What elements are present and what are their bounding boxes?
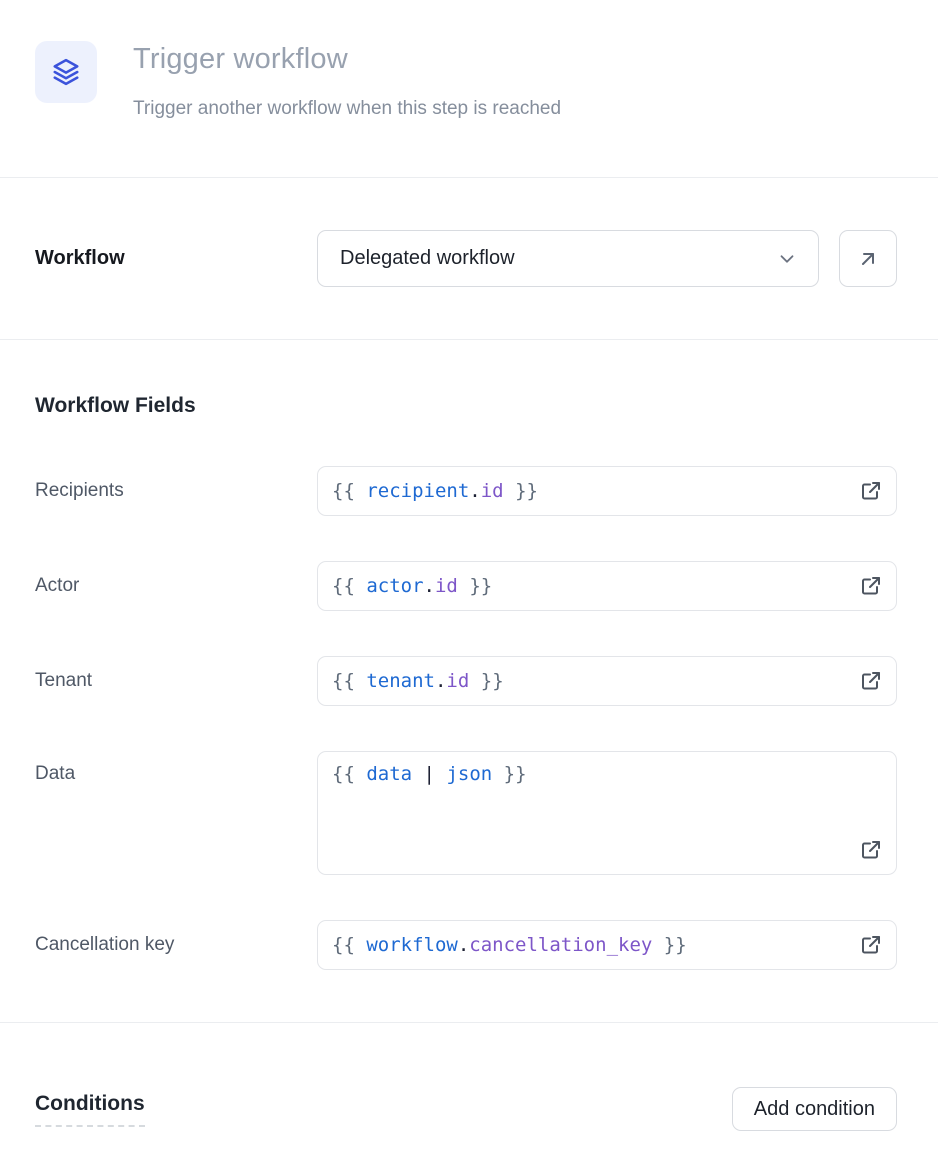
cancellation-key-label: Cancellation key xyxy=(35,934,175,955)
step-title-input[interactable]: Trigger workflow xyxy=(133,43,348,75)
recipients-input[interactable]: {{ recipient.id }} xyxy=(317,466,897,516)
workflow-select[interactable]: Delegated workflow xyxy=(317,230,819,287)
step-icon-tile xyxy=(35,41,97,103)
workflow-fields-rows: Recipients {{ recipient.id }} Actor {{ a… xyxy=(35,466,897,970)
field-row: Cancellation key {{ workflow.cancellatio… xyxy=(35,920,897,970)
external-link-icon[interactable] xyxy=(859,933,883,957)
field-row: Data {{ data | json }} xyxy=(35,751,897,875)
workflow-select-section: Workflow Delegated workflow xyxy=(0,178,938,339)
tenant-label: Tenant xyxy=(35,670,93,691)
step-header-text: Trigger workflow Trigger another workflo… xyxy=(133,41,897,177)
external-link-icon[interactable] xyxy=(859,574,883,598)
step-subtitle: Trigger another workflow when this step … xyxy=(133,98,562,119)
data-label: Data xyxy=(35,763,76,784)
open-workflow-button[interactable] xyxy=(839,230,897,287)
spacer xyxy=(35,970,897,1022)
conditions-section: Conditions Add condition xyxy=(0,1023,938,1131)
field-code-value: {{ actor.id }} xyxy=(332,574,493,597)
workflow-select-value: Delegated workflow xyxy=(340,247,515,269)
workflow-select-wrap: Delegated workflow xyxy=(317,230,897,287)
workflow-fields-heading: Workflow Fields xyxy=(35,394,196,417)
divider xyxy=(0,1022,938,1023)
external-link-icon[interactable] xyxy=(859,669,883,693)
actor-label: Actor xyxy=(35,575,80,596)
tenant-input[interactable]: {{ tenant.id }} xyxy=(317,656,897,706)
field-code-value: {{ workflow.cancellation_key }} xyxy=(332,933,687,956)
field-code-value: {{ tenant.id }} xyxy=(332,669,504,692)
cancellation-key-input[interactable]: {{ workflow.cancellation_key }} xyxy=(317,920,897,970)
conditions-heading: Conditions xyxy=(35,1092,145,1127)
data-input[interactable]: {{ data | json }} xyxy=(317,751,897,875)
step-header: Trigger workflow Trigger another workflo… xyxy=(0,0,938,177)
divider xyxy=(0,339,938,340)
external-link-icon[interactable] xyxy=(859,479,883,503)
recipients-label: Recipients xyxy=(35,480,124,501)
chevron-down-icon xyxy=(776,248,798,270)
arrow-up-right-icon xyxy=(856,247,880,271)
field-row: Recipients {{ recipient.id }} xyxy=(35,466,897,516)
add-condition-button[interactable]: Add condition xyxy=(731,1087,897,1131)
workflow-label: Workflow xyxy=(35,247,125,269)
workflow-fields-section: Workflow Fields Recipients {{ recipient.… xyxy=(0,340,938,1022)
field-code-value: {{ recipient.id }} xyxy=(332,479,538,502)
divider xyxy=(0,177,938,178)
actor-input[interactable]: {{ actor.id }} xyxy=(317,561,897,611)
field-row: Tenant {{ tenant.id }} xyxy=(35,656,897,706)
layers-icon xyxy=(51,57,81,87)
external-link-icon[interactable] xyxy=(859,838,883,862)
field-row: Actor {{ actor.id }} xyxy=(35,561,897,611)
field-code-value: {{ data | json }} xyxy=(332,763,527,785)
